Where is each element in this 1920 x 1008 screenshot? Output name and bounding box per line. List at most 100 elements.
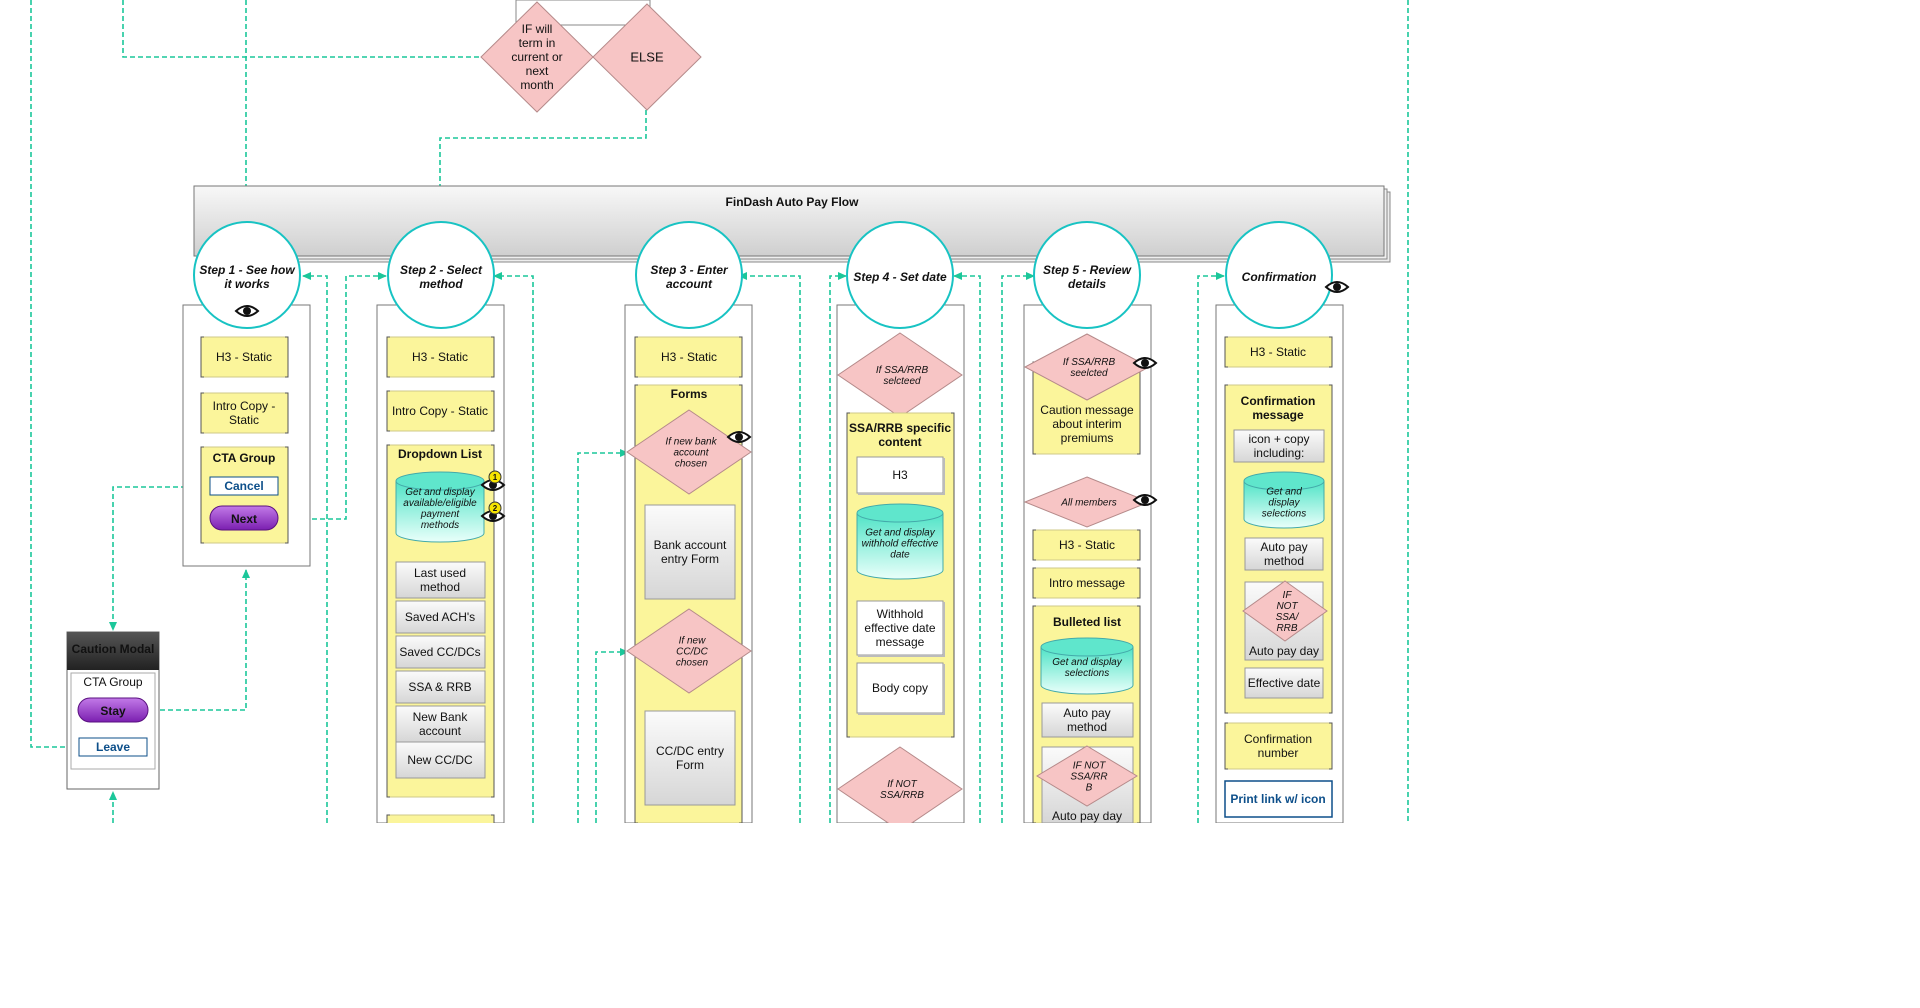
step3-h3-text: H3 - Static: [661, 350, 717, 364]
box-bracket: [200, 446, 289, 544]
icon-copy-box: [1233, 429, 1325, 463]
body-copy-text: Body copy: [872, 681, 928, 695]
decision-new-bank-text-line: account: [673, 448, 709, 459]
print-link-text: Print link w/ icon: [1230, 792, 1325, 806]
step2-intro-text: Intro Copy - Static: [392, 404, 488, 418]
dropdown-item-text: SSA & RRB: [408, 680, 471, 694]
step5-auto-method: [1041, 702, 1134, 738]
caution-message-text-line: Caution message: [1040, 403, 1134, 417]
bank-account-form-text-line: Bank account: [654, 538, 727, 552]
step5-auto-method-text-line: method: [1067, 720, 1107, 734]
step5-database-text-line: Get and display: [1052, 657, 1122, 668]
step4-h3-text: H3: [892, 468, 908, 482]
withhold-message-text-line: effective date: [864, 621, 935, 635]
decision-if-will-term-text-line: month: [520, 78, 553, 92]
database-top: [856, 503, 944, 523]
caution-modal-header: [67, 632, 159, 670]
decision-not-ssa-confirmation-text-line: IF: [1283, 590, 1293, 601]
flow-title-line: FinDash Auto Pay Flow: [726, 195, 860, 209]
step2-dropdown-label: Dropdown List: [398, 447, 482, 461]
step5-h3-text-line: H3 - Static: [1059, 538, 1115, 552]
confirmation-auto-method-text-line: Auto pay: [1260, 540, 1307, 554]
step5-auto-day-text: Auto pay day: [1052, 809, 1122, 823]
leave-button-text-line: Leave: [96, 740, 130, 754]
decision-ssa-selected-text-line: seelcted: [1070, 368, 1108, 379]
box-bracket: [200, 336, 289, 378]
badge-number-line: 2: [493, 504, 498, 513]
step2-database: [395, 481, 485, 543]
dropdown-item-text-line: Saved ACH's: [405, 610, 475, 624]
step2-circle-label-line: method: [419, 277, 463, 291]
cancel-button-text-line: Cancel: [224, 479, 263, 493]
confirmation-h3: [1224, 336, 1333, 368]
confirmation-database: [1243, 481, 1325, 529]
decision-all-members-text-line: All members: [1060, 498, 1117, 509]
eye-icon: [1324, 281, 1350, 293]
confirmation-database-text-line: display: [1268, 498, 1300, 509]
confirmation-auto-method-text-line: method: [1264, 554, 1304, 568]
decision-new-cc: [626, 608, 752, 694]
connector-line: [302, 272, 328, 823]
icon-copy-text-line: icon + copy: [1248, 432, 1309, 446]
connector-line: [1001, 272, 1035, 823]
decision-ssa-rrb-text-line: If SSA/RRB: [876, 365, 929, 376]
dropdown-item-text: New CC/DC: [407, 753, 473, 767]
step2-h3-text-line: H3 - Static: [412, 350, 468, 364]
step5-circle: [1033, 221, 1141, 329]
leave-button[interactable]: [78, 737, 148, 757]
cancel-button-text: Cancel: [224, 479, 263, 493]
database-top: [395, 471, 485, 491]
decision-not-ssa-step5-text-line: SSA/RR: [1070, 772, 1107, 783]
box-bracket: [386, 444, 495, 798]
box-shadow: [858, 664, 945, 715]
dropdown-item-text: Saved CC/DCs: [399, 645, 480, 659]
step3-forms-label-line: Forms: [671, 387, 708, 401]
decision-if-will-term-text-line: term in: [519, 36, 556, 50]
step1-intro-text-line: Intro Copy -: [213, 399, 276, 413]
stay-button-text: Stay: [100, 704, 126, 718]
connector-line: [30, 0, 78, 748]
print-link-text-line: Print link w/ icon: [1230, 792, 1325, 806]
decision-not-ssa-step5: [1036, 745, 1138, 807]
decision-else-text: ELSE: [630, 50, 664, 65]
step2-h3: [386, 336, 495, 378]
step4-circle: [846, 221, 954, 329]
decision-all-members-text: All members: [1060, 498, 1117, 509]
step1-circle-label-line: Step 1 - See how: [199, 263, 295, 277]
cancel-button[interactable]: [209, 476, 279, 496]
badge-number: 1: [493, 473, 498, 482]
decision-else-text-line: ELSE: [630, 50, 664, 65]
next-button[interactable]: [209, 505, 279, 531]
print-link[interactable]: [1224, 780, 1333, 818]
decision-if-will-term-text-line: IF will: [522, 22, 553, 36]
step4-database-text-line: date: [890, 550, 910, 561]
step2-database-text-line: payment: [420, 509, 461, 520]
step5-intro: [1032, 567, 1141, 599]
step3-circle: [635, 221, 743, 329]
effective-date-text-line: Effective date: [1248, 676, 1321, 690]
decision-new-bank-text-line: If new bank: [665, 437, 717, 448]
flow-banner: [193, 185, 1385, 257]
next-button-text: Next: [231, 512, 257, 526]
step1-h3-text: H3 - Static: [216, 350, 272, 364]
eye-pupil: [1141, 496, 1149, 504]
stay-button[interactable]: [77, 697, 149, 723]
box-bracket: [386, 390, 495, 432]
connector-line: [953, 272, 981, 823]
dropdown-item-text-line: method: [420, 580, 460, 594]
cc-entry-form: [644, 710, 736, 806]
decision-not-ssa-confirmation: [1242, 580, 1328, 642]
connector-line: [152, 569, 250, 711]
